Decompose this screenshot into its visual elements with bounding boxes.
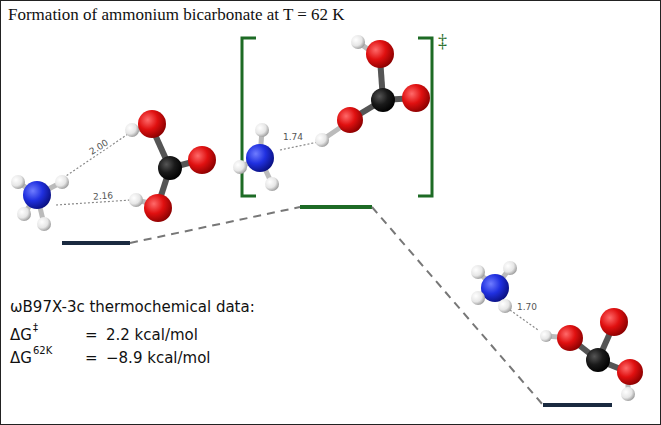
equals-sign: =: [85, 328, 98, 343]
distance-label: 1.70: [516, 303, 538, 312]
superscript: ‡: [33, 323, 38, 333]
energy-value: −8.9 kcal/mol: [106, 351, 211, 366]
reactant-molecules: [11, 110, 216, 231]
equals-sign: =: [85, 351, 98, 366]
energy-value: 2.2 kcal/mol: [106, 328, 198, 343]
distance-label: 2.16: [92, 191, 115, 202]
figure-title: Formation of ammonium bicarbonate at T =…: [8, 6, 345, 23]
product-molecules: [471, 261, 643, 401]
delta-g-symbol: ΔG: [10, 328, 32, 343]
data-heading: ωB97X-3c thermochemical data:: [10, 300, 255, 315]
transition-state-molecules: [233, 35, 430, 191]
distance-label: 2.00: [87, 138, 110, 157]
transition-state-symbol: ‡: [438, 32, 447, 50]
delta-g-symbol: ΔG: [10, 351, 32, 366]
superscript: 62K: [33, 346, 52, 356]
distance-label: 1.74: [282, 133, 304, 142]
